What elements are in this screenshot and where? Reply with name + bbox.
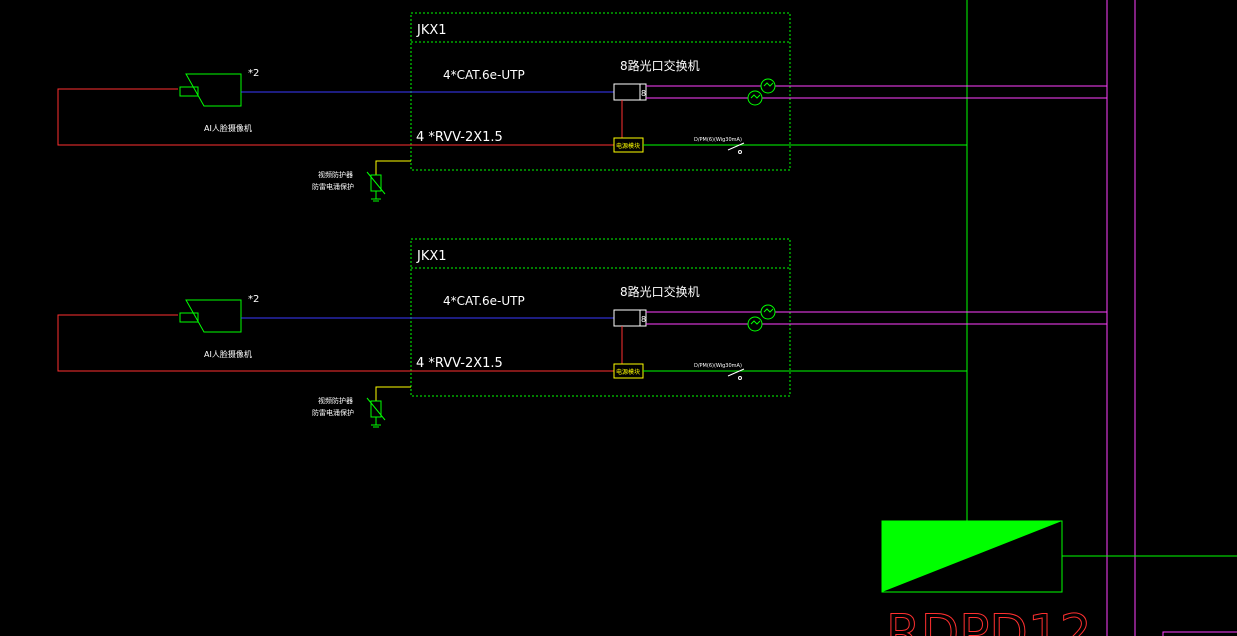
jkx-box-label: JKX1 [416,23,447,38]
protector-label-1: 视频防护器 [318,396,353,405]
switch-ports: 8 [641,89,646,98]
fiber-connector-mark [750,320,761,325]
fiber-connector-mark [763,308,774,313]
camera-count: *2 [248,294,259,305]
distribution-box-icon[interactable] [881,520,1063,593]
power-module-label: 电源模块 [616,142,640,150]
surge-protector-icon[interactable] [366,171,386,202]
fiber-connector-mark [763,82,774,87]
camera-icon[interactable] [179,299,242,333]
fiber-connector-icon [760,304,776,320]
fiber-connector-mark [750,94,761,99]
camera-count: *2 [248,68,259,79]
fiber-connector-icon [747,90,763,106]
protector-label-1: 视频防护器 [318,170,353,179]
power-cable-line [57,314,614,372]
breaker-label: D/PM(6)(Wig30mA) [694,363,742,369]
breaker-label: D/PM(6)(Wig30mA) [694,137,742,143]
protector-feed-line [375,160,411,175]
camera-label: AI人脸摄像机 [204,123,252,133]
power-cable-line [57,88,614,146]
power-cable-label: 4 *RVV-2X1.5 [416,356,503,371]
panel-group-2: JKX1 *2 AI人脸摄像机 4*CAT.6e-UTP 4 *RVV-2X1.… [57,238,1107,428]
distribution-label: RDPD12 [886,604,1092,636]
data-cable-label: 4*CAT.6e-UTP [443,294,525,308]
breaker-switch-icon[interactable] [727,142,745,154]
switch-label: 8路光口交换机 [620,284,700,299]
fiber-connector-icon [747,316,763,332]
switch-box[interactable] [613,309,647,327]
fiber-connector-icon [760,78,776,94]
surge-protector-icon[interactable] [366,397,386,428]
protector-label-2: 防雷电涌保护 [312,182,354,191]
power-module-label: 电源模块 [616,368,640,376]
switch-ports: 8 [641,315,646,324]
switch-label: 8路光口交换机 [620,58,700,73]
camera-label: AI人脸摄像机 [204,349,252,359]
protector-feed-line [375,386,411,401]
camera-icon[interactable] [179,73,242,107]
switch-box[interactable] [613,83,647,101]
breaker-switch-icon[interactable] [727,368,745,380]
data-cable-label: 4*CAT.6e-UTP [443,68,525,82]
protector-label-2: 防雷电涌保护 [312,408,354,417]
jkx-box-label: JKX1 [416,249,447,264]
panel-group-1: JKX1 *2 AI人脸摄像机 4*CAT.6e-UTP 4 *RVV-2X1.… [57,12,1107,202]
trunk-magenta-corner [1162,631,1237,636]
power-cable-label: 4 *RVV-2X1.5 [416,130,503,145]
